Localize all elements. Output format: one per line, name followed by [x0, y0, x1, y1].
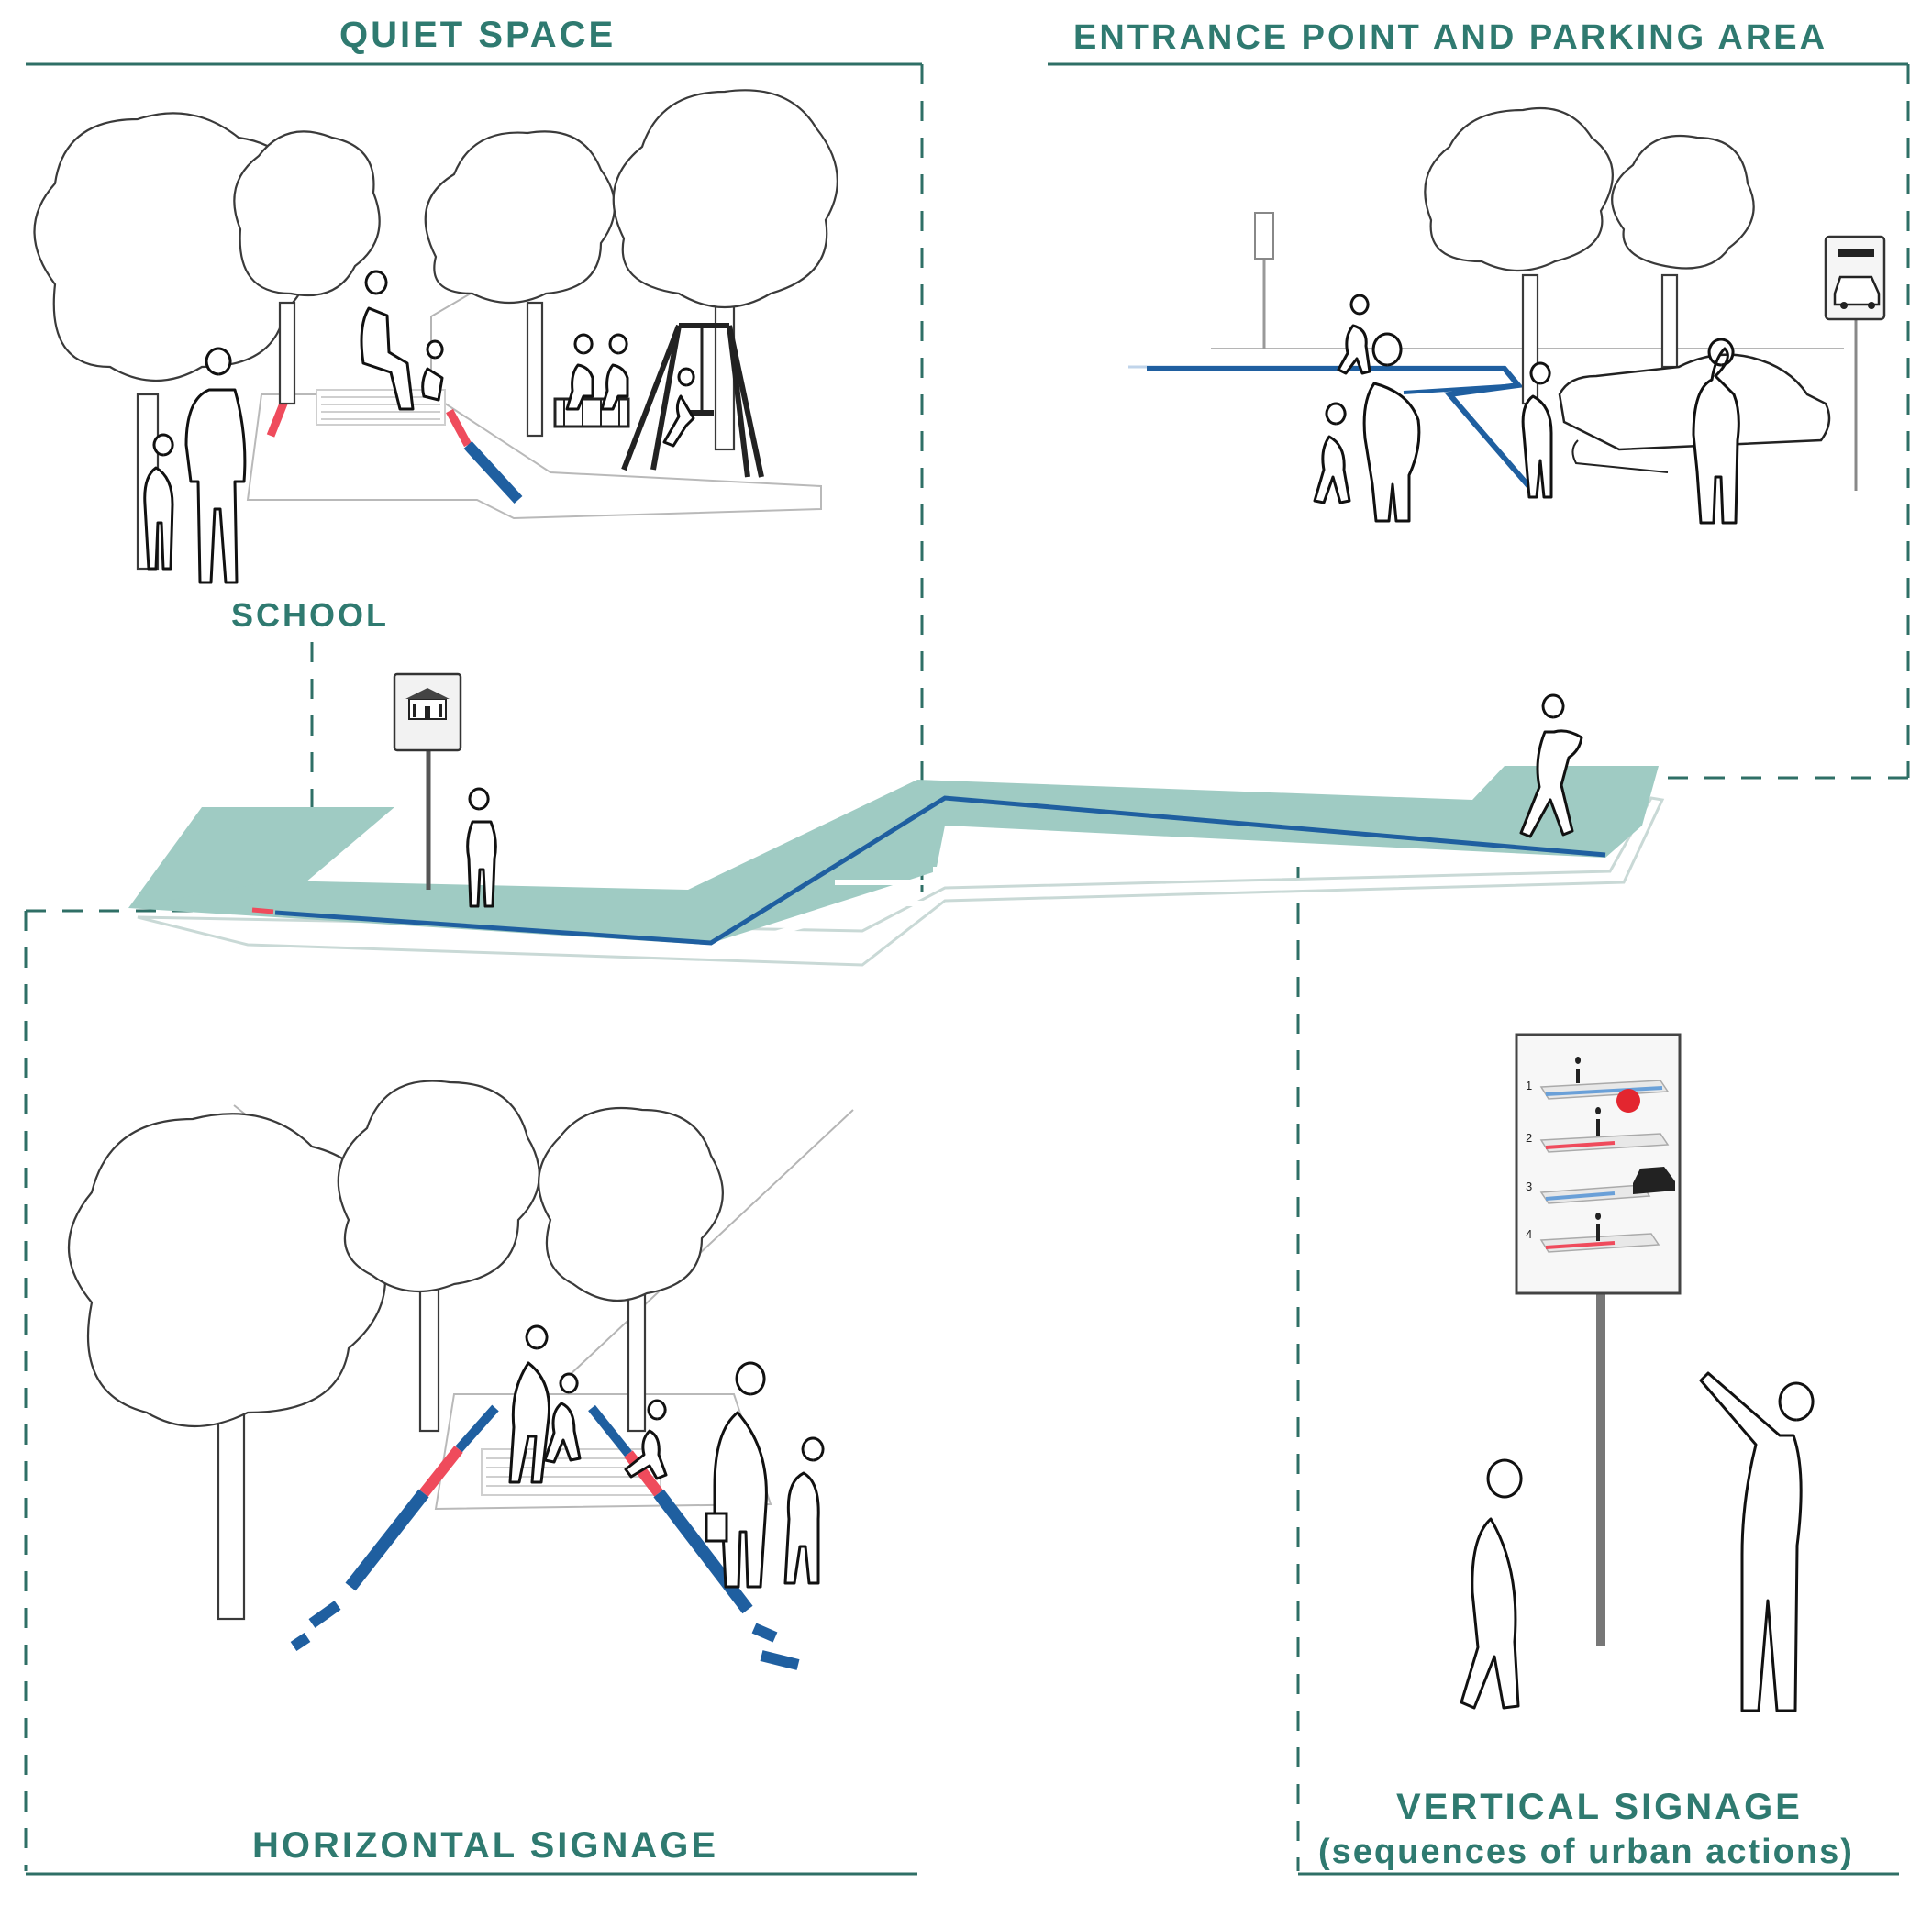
- child-on-swing-figure: [662, 367, 695, 448]
- tree-icon: [612, 89, 838, 451]
- child-figure: [143, 433, 174, 571]
- sign-step-4: 4: [1526, 1227, 1532, 1241]
- woman-figure: [1362, 332, 1421, 523]
- walking-figure: [1519, 693, 1583, 838]
- car-icon: [1833, 249, 1881, 309]
- tree-icon: [424, 130, 616, 438]
- child-figure: [1460, 1458, 1523, 1710]
- seated-person-figure: [565, 333, 594, 411]
- sign-step-3: 3: [1526, 1180, 1532, 1193]
- car-icon: [1633, 1167, 1675, 1194]
- walking-child-figure: [1337, 294, 1371, 375]
- quiet-space-scene: [33, 89, 838, 584]
- child-figure: [1313, 402, 1351, 504]
- child-figure: [543, 1372, 582, 1464]
- quiet-space-label: QUIET SPACE: [339, 15, 616, 55]
- running-child-figure: [624, 1399, 668, 1480]
- vertical-signage-frame: [1296, 867, 1899, 1876]
- child-figure: [466, 787, 497, 908]
- adult-figure: [1692, 338, 1740, 525]
- horizontal-signage-scene: [68, 1080, 854, 1670]
- central-path: [128, 766, 1665, 967]
- car-icon: [1558, 353, 1831, 473]
- parking-sign: [1824, 235, 1886, 491]
- sign-step-2: 2: [1526, 1131, 1532, 1145]
- school-building-icon: [405, 688, 450, 720]
- sign-panel: 1 2 3 4: [1526, 1057, 1675, 1253]
- school-sign: [393, 672, 462, 890]
- quiet-space-frame: [26, 62, 924, 894]
- tree-icon: [1611, 134, 1755, 369]
- adult-figure: [184, 347, 247, 584]
- sign-step-1: 1: [1526, 1079, 1532, 1092]
- swing-set-icon: [621, 323, 764, 478]
- vertical-signage-sublabel: (sequences of urban actions): [1318, 1833, 1854, 1871]
- school-label: SCHOOL: [231, 596, 390, 634]
- adult-pointing-figure: [1699, 1371, 1815, 1712]
- seated-child-figure: [421, 339, 444, 402]
- vertical-signage-scene: 1 2 3 4: [1460, 1033, 1815, 1712]
- tree-icon: [68, 1113, 387, 1621]
- tree-icon: [337, 1080, 540, 1433]
- bench-icon: [553, 397, 630, 428]
- seated-adult-figure: [360, 270, 415, 411]
- tree-icon: [538, 1106, 724, 1433]
- stop-sign-icon: [1616, 1089, 1640, 1113]
- tree-icon: [1424, 106, 1614, 405]
- horizontal-signage-label: HORIZONTAL SIGNAGE: [252, 1825, 719, 1866]
- adult-figure: [508, 1324, 551, 1484]
- entrance-frame: [1048, 62, 1910, 780]
- child-figure: [1521, 361, 1553, 499]
- child-figure: [783, 1436, 825, 1585]
- entrance-scene: [1128, 106, 1886, 525]
- tree-icon: [233, 130, 381, 405]
- vertical-signage-label: VERTICAL SIGNAGE: [1396, 1787, 1803, 1827]
- bag-icon: [705, 1512, 728, 1543]
- entrance-parking-label: ENTRANCE POINT AND PARKING AREA: [1073, 18, 1828, 57]
- seated-person-figure: [600, 333, 629, 411]
